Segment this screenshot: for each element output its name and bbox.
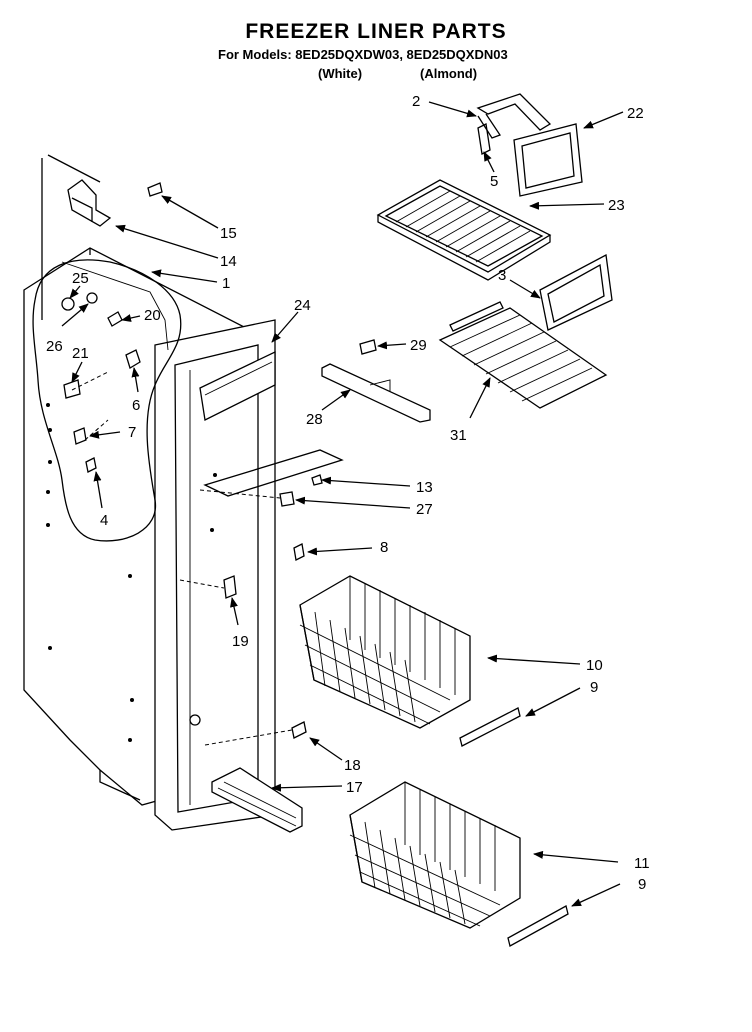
variant-white: (White) [318,66,363,81]
callout-26: 26 [46,338,63,355]
crisper-frame-3 [539,253,613,331]
callout-9-upper: 9 [590,679,598,696]
panel-24 [199,350,276,421]
callout-5: 5 [490,173,498,190]
callout-8: 8 [380,539,388,556]
freezer-liner [23,154,276,831]
callout-23: 23 [608,197,625,214]
freezer-basket-11 [349,781,521,929]
wire-shelf-31 [438,301,608,409]
callout-13: 13 [416,479,433,496]
basket-rail-9-lower [507,905,569,947]
freezer-basket-10 [299,575,471,729]
variant-almond: (Almond) [420,66,478,81]
shelf-track-28 [321,363,431,423]
diagram-title: FREEZER LINER PARTS [245,20,507,43]
model-numbers: For Models: 8ED25DQXDW03, 8ED25DQXDN03 [218,47,508,62]
callout-27: 27 [416,501,433,518]
callout-7: 7 [128,424,136,441]
callout-18: 18 [344,757,361,774]
callout-15: 15 [220,225,237,242]
leader-arrows [61,101,624,907]
callout-25: 25 [72,270,89,287]
plate-13 [203,449,344,497]
callout-labels: 2 22 5 23 15 14 1 3 24 25 20 26 21 29 28… [46,93,650,893]
callout-22: 22 [627,105,644,122]
callout-21: 21 [72,345,89,362]
wire-shelf-23 [376,179,552,281]
callout-19: 19 [232,633,249,650]
callout-9-lower: 9 [638,876,646,893]
callout-29: 29 [410,337,427,354]
callout-28: 28 [306,411,323,428]
callout-14: 14 [220,253,237,270]
callout-20: 20 [144,307,161,324]
callout-4: 4 [100,512,108,529]
callout-31: 31 [450,427,467,444]
callout-1: 1 [222,275,230,292]
callout-10: 10 [586,657,603,674]
assembly-lines [71,371,293,746]
bottom-trim-17 [211,767,303,833]
callout-2: 2 [412,93,420,110]
callout-11: 11 [634,855,650,872]
callout-17: 17 [346,779,363,796]
shelf-bracket-2 [476,93,552,139]
callout-6: 6 [132,397,140,414]
callout-3: 3 [498,267,506,284]
callout-24: 24 [294,297,311,314]
crisper-frame-22 [513,123,583,197]
basket-rail-9-upper [459,707,521,747]
